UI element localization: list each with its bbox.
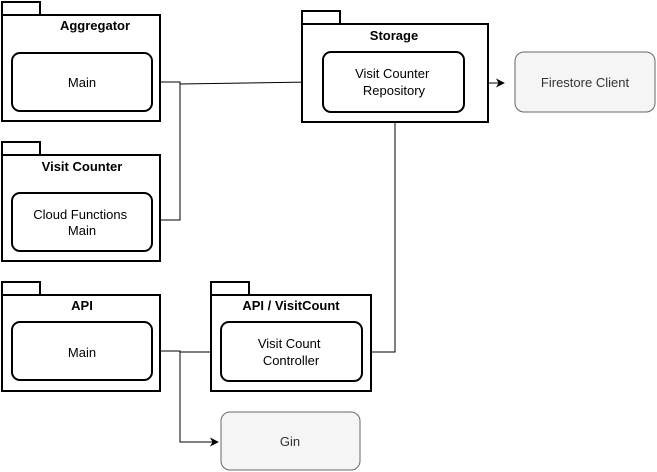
node-label: Visit Count Controller — [258, 336, 324, 368]
external-gin[interactable]: Gin — [220, 411, 361, 471]
external-node-label: Firestore Client — [541, 75, 630, 90]
node-label: Cloud Functions Main — [33, 207, 131, 238]
external-node-box — [220, 411, 361, 471]
external-firestore-client[interactable]: Firestore Client — [514, 51, 656, 113]
node-label: Main — [68, 75, 96, 90]
aggregator-main-node[interactable] — [11, 52, 153, 112]
package-storage: Storage Visit Counter Repository — [301, 10, 489, 123]
visitcount-controller-node[interactable] — [220, 321, 363, 382]
package-api-visitcount: API / VisitCount Visit Count Controller — [210, 281, 372, 392]
edge-visitcounter-to-repository — [152, 84, 181, 221]
package-title: API / VisitCount — [242, 298, 340, 313]
edge-apimain-to-controller — [152, 347, 219, 357]
package-tab — [1, 1, 41, 16]
package-api: API Main — [1, 281, 161, 392]
storage-repository-node[interactable] — [322, 51, 465, 113]
edges — [152, 77, 505, 447]
package-tab — [210, 281, 250, 296]
package-tab — [301, 10, 341, 25]
external-node-box — [514, 51, 656, 113]
api-main-node[interactable] — [11, 321, 153, 381]
package-title: Storage — [370, 28, 418, 43]
node-label: Main — [68, 345, 96, 360]
visit-counter-main-node[interactable] — [11, 192, 153, 252]
package-title: Visit Counter — [42, 159, 123, 174]
package-tab — [1, 141, 41, 156]
package-aggregator: Aggregator Main — [1, 1, 161, 122]
package-visit-counter: Visit Counter Cloud Functions Main — [1, 141, 161, 262]
edge-aggregator-to-repository — [152, 77, 313, 87]
node-label: Visit Counter Repository — [355, 66, 433, 98]
package-title: API — [71, 298, 93, 313]
package-tab — [1, 281, 41, 296]
external-node-label: Gin — [280, 434, 300, 449]
edge-apimain-to-gin — [179, 351, 219, 447]
package-title: Aggregator — [60, 18, 130, 33]
edge-controller-to-repository — [362, 114, 400, 353]
